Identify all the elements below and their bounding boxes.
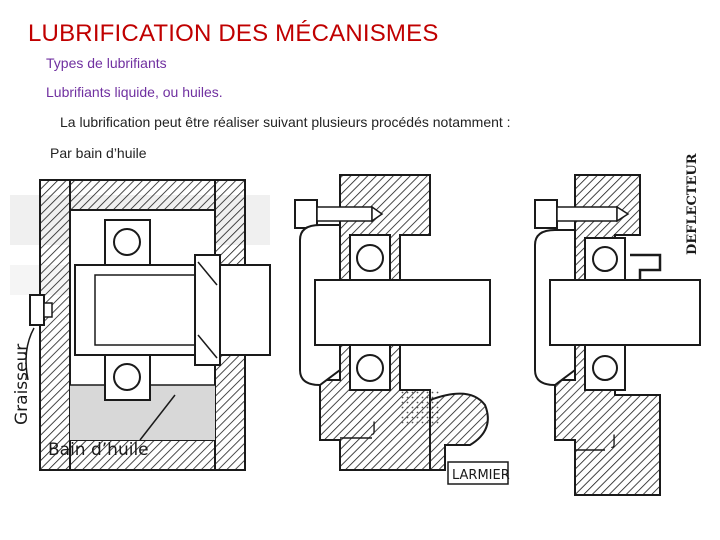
- label-graisseur: Graisseur: [12, 344, 32, 425]
- shaft-left: [74, 264, 271, 356]
- text-procedures: La lubrification peut être réaliser suiv…: [60, 114, 511, 130]
- bolt-right: [534, 199, 558, 229]
- text-liquid-lubricants: Lubrifiants liquide, ou huiles.: [46, 84, 223, 100]
- grease-nipple: [29, 294, 45, 326]
- label-deflecteur: DEFLECTEUR: [685, 153, 700, 255]
- deflector-disc: [630, 253, 662, 280]
- label-larmier: LARMIER: [452, 468, 510, 483]
- larmier-lip: [429, 392, 489, 471]
- shaft-right: [549, 279, 701, 346]
- figure-left-bearing: Graisseur Bain d’huile: [10, 179, 271, 471]
- figure-right-bearing: J DEFLECTEUR: [534, 153, 701, 496]
- bolt-middle: [294, 199, 318, 229]
- label-bain-huile: Bain d’huile: [48, 440, 149, 460]
- label-j-right: J: [611, 433, 616, 449]
- shaft-middle: [314, 279, 491, 346]
- bearing-bottom: [104, 354, 151, 401]
- subtitle-types: Types de lubrifiants: [46, 55, 167, 71]
- page-title: LUBRIFICATION DES MÉCANISMES: [28, 20, 439, 47]
- figure-middle-bearing: J LARMIER: [294, 174, 510, 485]
- label-j-middle: J: [371, 420, 376, 436]
- text-oil-bath: Par bain d’huile: [50, 145, 147, 161]
